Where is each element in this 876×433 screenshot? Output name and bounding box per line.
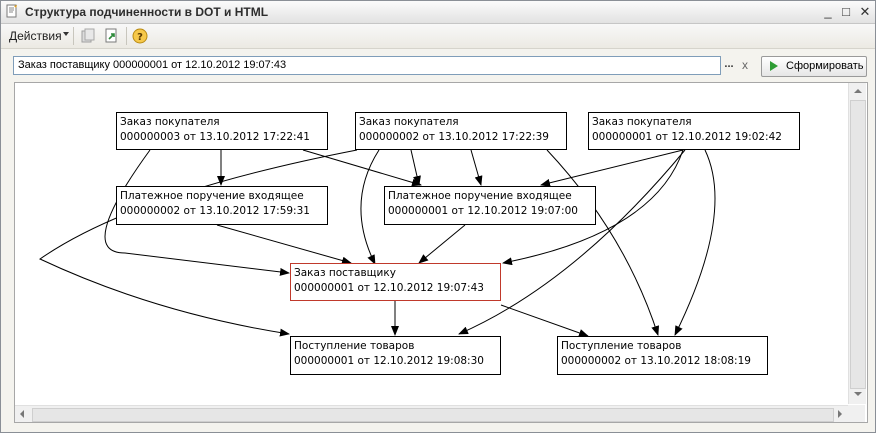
node-number: 000000002 от 13.10.2012 17:22:39 bbox=[359, 131, 549, 143]
edge bbox=[104, 149, 290, 276]
edge bbox=[410, 149, 421, 186]
node-type: Заказ поставщику bbox=[294, 267, 396, 279]
node-number: 000000003 от 13.10.2012 17:22:41 bbox=[120, 131, 310, 143]
actions-menu[interactable]: Действия bbox=[9, 29, 62, 43]
select-document-button[interactable]: ... bbox=[724, 58, 734, 70]
edge bbox=[360, 149, 380, 265]
horizontal-scrollbar[interactable] bbox=[15, 405, 848, 422]
edge bbox=[674, 149, 716, 336]
graph-node[interactable]: Поступление товаров 000000002 от 13.10.2… bbox=[557, 336, 768, 375]
graph-node[interactable]: Поступление товаров 000000001 от 12.10.2… bbox=[290, 336, 501, 375]
maximize-button[interactable]: □ bbox=[842, 4, 850, 19]
node-type: Поступление товаров bbox=[294, 340, 415, 352]
graph-node-current[interactable]: Заказ поставщику 000000001 от 12.10.2012… bbox=[290, 263, 501, 301]
help-label: ? bbox=[137, 32, 143, 43]
scroll-up-arrow-icon[interactable] bbox=[854, 89, 862, 93]
graph-canvas[interactable]: Заказ покупателя 000000003 от 13.10.2012… bbox=[14, 82, 868, 423]
edge bbox=[302, 149, 422, 187]
node-number: 000000002 от 13.10.2012 17:59:31 bbox=[120, 205, 310, 217]
node-type: Поступление товаров bbox=[561, 340, 682, 352]
document-field[interactable]: Заказ поставщику 000000001 от 12.10.2012… bbox=[13, 56, 721, 75]
node-number: 000000002 от 13.10.2012 18:08:19 bbox=[561, 355, 751, 367]
node-type: Заказ покупателя bbox=[359, 116, 459, 128]
close-button[interactable]: ✕ bbox=[859, 4, 871, 19]
node-number: 000000001 от 12.10.2012 19:07:00 bbox=[388, 205, 578, 217]
minimize-button[interactable]: _ bbox=[824, 4, 832, 19]
help-icon[interactable]: ? bbox=[131, 27, 149, 45]
edge bbox=[39, 149, 358, 337]
node-type: Заказ покупателя bbox=[120, 116, 220, 128]
graph-node[interactable]: Платежное поручение входящее 000000002 о… bbox=[116, 186, 328, 225]
edge bbox=[458, 149, 686, 335]
copy-doc-icon[interactable] bbox=[79, 27, 97, 45]
vertical-scrollbar[interactable] bbox=[848, 83, 866, 404]
edge bbox=[540, 149, 684, 187]
graph-node[interactable]: Заказ покупателя 000000003 от 13.10.2012… bbox=[116, 112, 328, 150]
app-document-icon bbox=[6, 4, 17, 18]
node-type: Платежное поручение входящее bbox=[120, 190, 304, 202]
graph-node[interactable]: Заказ покупателя 000000001 от 12.10.2012… bbox=[588, 112, 800, 150]
toolbar-separator bbox=[73, 27, 74, 45]
horizontal-scroll-thumb[interactable] bbox=[32, 408, 834, 422]
play-icon bbox=[770, 61, 778, 71]
scroll-left-arrow-icon[interactable] bbox=[20, 410, 24, 418]
edge bbox=[546, 149, 660, 336]
vertical-scroll-thumb[interactable] bbox=[850, 100, 866, 389]
document-field-value: Заказ поставщику 000000001 от 12.10.2012… bbox=[18, 59, 287, 71]
edge bbox=[502, 149, 684, 266]
title-bar: Структура подчиненности в DOT и HTML _ □… bbox=[1, 1, 875, 24]
scrollbar-corner bbox=[848, 405, 865, 422]
scroll-down-arrow-icon[interactable] bbox=[854, 392, 862, 396]
generate-button[interactable]: Сформировать bbox=[761, 56, 867, 77]
export-doc-icon[interactable] bbox=[103, 27, 121, 45]
node-number: 000000001 от 12.10.2012 19:07:43 bbox=[294, 282, 484, 294]
edge bbox=[418, 224, 466, 264]
graph-edges bbox=[39, 149, 716, 337]
window-title: Структура подчиненности в DOT и HTML bbox=[25, 5, 269, 19]
node-type: Заказ покупателя bbox=[592, 116, 692, 128]
graph-node[interactable]: Платежное поручение входящее 000000001 о… bbox=[384, 186, 596, 225]
edge bbox=[216, 224, 352, 265]
node-type: Платежное поручение входящее bbox=[388, 190, 572, 202]
edge bbox=[470, 149, 483, 186]
node-number: 000000001 от 12.10.2012 19:08:30 bbox=[294, 355, 484, 367]
edge bbox=[500, 304, 589, 337]
toolbar: Действия ? bbox=[1, 24, 875, 49]
document-selector-row: Заказ поставщику 000000001 от 12.10.2012… bbox=[1, 53, 875, 79]
toolbar-separator bbox=[126, 27, 127, 45]
node-number: 000000001 от 12.10.2012 19:02:42 bbox=[592, 131, 782, 143]
clear-field-button[interactable]: x bbox=[742, 58, 748, 72]
scroll-right-arrow-icon[interactable] bbox=[838, 410, 842, 418]
graph-node[interactable]: Заказ покупателя 000000002 от 13.10.2012… bbox=[355, 112, 567, 150]
generate-button-label: Сформировать bbox=[786, 60, 864, 72]
chevron-down-icon bbox=[63, 32, 69, 36]
